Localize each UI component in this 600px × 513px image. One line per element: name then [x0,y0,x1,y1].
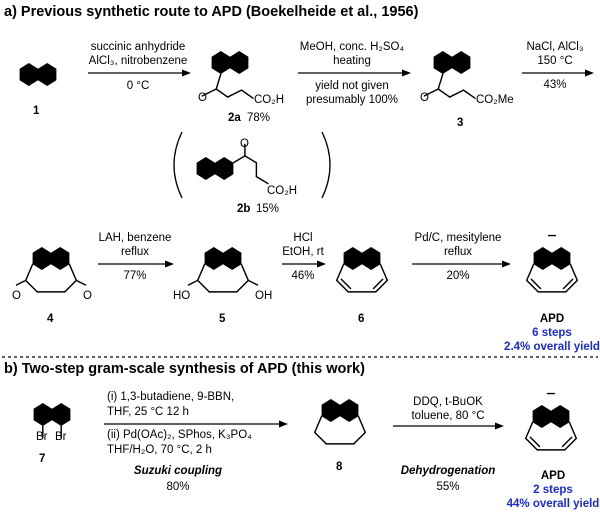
step5-reagent-1: HCl [293,232,312,244]
step1-temperature: 0 °C [127,80,150,92]
compound-3-structure [423,36,476,99]
step1-reagent-1: succinic anhydride [91,41,186,53]
compound-2a-oxygen: O [198,92,207,104]
step6-reagent-1: Pd/C, mesitylene [415,232,502,244]
reaction-arrow-5 [282,260,326,268]
section-b-title: b) Two-step gram-scale synthesis of APD … [4,361,365,377]
compound-5-hydroxyl-left: HO [173,290,190,302]
left-parenthesis [173,131,183,199]
reaction-arrow-1 [88,69,191,77]
compound-2b-yield: 15% [256,203,279,215]
steps-count-b: 2 steps [533,484,573,496]
compound-4-oxygen-left: O [12,290,21,302]
reaction-arrow-4 [98,260,174,268]
steps-count-a: 6 steps [532,327,572,339]
overall-yield-b: 44% overall yield [507,498,600,510]
compound-5-structure [187,232,259,293]
step2-note-2: presumably 100% [306,94,398,106]
compound-6-structure [335,232,389,293]
step4-reagent-2: reflux [121,246,149,258]
reaction-arrow-6 [412,260,511,268]
b-step1-line-1: (i) 1,3-butadiene, 9-BBN, [107,391,234,403]
compound-8-structure [313,384,367,445]
compound-2a-label: 2a [228,112,241,124]
compound-2b-structure [197,142,269,185]
compound-3-label: 3 [457,117,463,129]
step3-yield: 43% [543,79,566,91]
compound-4-oxygen-right: O [83,290,92,302]
reaction-arrow-b2 [393,422,504,430]
step4-yield: 77% [123,270,146,282]
step2-reagent-2: heating [333,55,371,67]
step6-yield: 20% [446,270,469,282]
b-step1-name: Suzuki coupling [134,465,222,477]
apd-structure-b [524,390,578,451]
overall-yield-a: 2.4% overall yield [504,341,600,353]
step6-reagent-2: reflux [444,246,472,258]
compound-3-ester: CO₂Me [476,94,514,106]
b-step2-yield: 55% [436,481,459,493]
reaction-arrow-b1 [104,420,288,428]
compound-2b-oxygen: O [240,138,249,150]
compound-6-label: 6 [358,313,364,325]
step2-reagent-1: MeOH, conc. H₂SO₄ [300,41,405,53]
apd-structure-a [525,232,579,293]
step1-reagent-2: AlCl₃, nitrobenzene [89,55,188,67]
b-step1-line-4: THF/H₂O, 70 °C, 2 h [107,444,212,456]
step3-temperature: 150 °C [537,55,572,67]
compound-2b-label: 2b [237,203,250,215]
b-step1-line-2: THF, 25 °C 12 h [107,406,189,418]
reaction-arrow-2 [298,69,411,77]
step2-note-1: yield not given [315,80,389,92]
compound-4-label: 4 [47,313,54,325]
compound-5-hydroxyl-right: OH [255,290,272,302]
compound-2a-structure [201,36,254,99]
apd-label-b: APD [541,470,565,482]
step4-reagent-1: LAH, benzene [99,232,172,244]
apd-label-a: APD [540,313,564,325]
step3-reagent: NaCl, AlCl₃ [526,41,583,53]
compound-1-label: 1 [33,105,40,117]
compound-4-structure [15,232,87,293]
reaction-arrow-3 [522,69,594,77]
compound-7-bromine-left: Br [36,431,48,443]
compound-2a-yield: 78% [247,112,270,124]
compound-3-oxygen: O [420,92,429,104]
compound-2a-acid: CO₂H [254,94,284,106]
b-step2-line-1: DDQ, t-BuOK [413,396,483,408]
compound-7-label: 7 [39,453,45,465]
compound-7-structure [34,388,71,439]
compound-5-label: 5 [219,313,226,325]
b-step1-yield: 80% [166,481,189,493]
compound-8-label: 8 [336,461,343,473]
step5-reagent-2: EtOH, rt [282,246,324,258]
right-parenthesis [321,131,331,199]
section-a-title: a) Previous synthetic route to APD (Boek… [4,4,419,20]
step5-yield: 46% [291,270,314,282]
b-step1-line-3: (ii) Pd(OAc)₂, SPhos, K₃PO₄ [107,429,252,441]
compound-2b-acid: CO₂H [267,185,297,197]
compound-1-structure [20,48,57,86]
b-step2-line-2: toluene, 80 °C [411,410,484,422]
compound-7-bromine-right: Br [55,431,67,443]
b-step2-name: Dehydrogenation [401,465,496,477]
